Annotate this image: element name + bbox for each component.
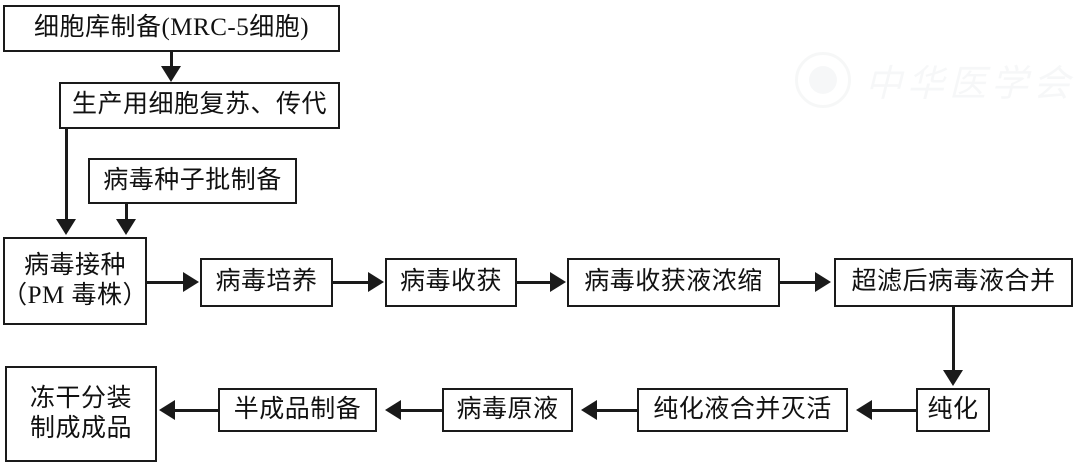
node-lyophilization-filling[interactable]: 冻干分装 制成成品 xyxy=(5,366,157,462)
edge-semifinished-to-lyophilization-arrowhead xyxy=(159,400,175,420)
node-pool-inactivation[interactable]: 纯化液合并灭活 xyxy=(637,388,848,432)
node-label: 纯化液合并灭活 xyxy=(653,395,832,423)
edge-ultrafiltration-to-purification-line xyxy=(952,307,955,373)
node-label: 病毒培养 xyxy=(215,268,318,296)
edge-concentration-to-ultrafiltration-line xyxy=(780,281,817,284)
node-label-line2: 制成成品 xyxy=(29,415,132,442)
node-label: 细胞库制备(MRC-5细胞) xyxy=(33,14,310,42)
edge-bulk-to-semifinished-line xyxy=(398,409,442,412)
edge-inoculation-to-culture-arrowhead xyxy=(183,272,199,292)
node-virus-seed-lot-preparation[interactable]: 病毒种子批制备 xyxy=(88,158,297,204)
node-label: 病毒收获液浓缩 xyxy=(584,268,763,296)
edge-seedlot-to-inoculation-arrowhead xyxy=(116,219,136,235)
node-label-line2: （PM 毒株） xyxy=(2,282,148,309)
edge-harvest-to-concentration-line xyxy=(517,281,552,284)
node-label-line1: 冻干分装 xyxy=(29,384,132,412)
node-label: 纯化 xyxy=(927,395,979,423)
node-cell-revival-passage[interactable]: 生产用细胞复苏、传代 xyxy=(59,82,340,129)
watermark-text: 中华医学会 xyxy=(865,64,1075,105)
edge-inoculation-to-culture-line xyxy=(147,281,185,284)
edge-cellbank-to-revival-arrowhead xyxy=(161,66,181,82)
node-cell-bank-preparation[interactable]: 细胞库制备(MRC-5细胞) xyxy=(3,5,340,52)
node-label: 病毒原液 xyxy=(456,395,559,423)
node-label: 半成品制备 xyxy=(233,395,362,423)
node-harvest-concentration[interactable]: 病毒收获液浓缩 xyxy=(567,258,780,307)
watermark-seal-icon xyxy=(795,52,851,108)
node-ultrafiltration-pooling[interactable]: 超滤后病毒液合并 xyxy=(834,258,1073,307)
node-label: 超滤后病毒液合并 xyxy=(851,268,1056,296)
node-virus-harvest[interactable]: 病毒收获 xyxy=(385,258,517,307)
edge-ultrafiltration-to-purification-arrowhead xyxy=(943,370,963,386)
edge-inactivation-to-bulk-arrowhead xyxy=(581,400,597,420)
edge-purification-to-inactivation-line xyxy=(869,409,916,412)
edge-revival-to-inoculation-arrowhead xyxy=(56,219,76,235)
node-purification[interactable]: 纯化 xyxy=(916,388,990,432)
node-label: 病毒种子批制备 xyxy=(103,166,282,194)
node-bulk-virus-solution[interactable]: 病毒原液 xyxy=(442,388,573,432)
node-label: 病毒收获 xyxy=(399,268,502,296)
edge-bulk-to-semifinished-arrowhead xyxy=(385,400,401,420)
edge-concentration-to-ultrafiltration-arrowhead xyxy=(815,272,831,292)
edge-seedlot-to-inoculation-line xyxy=(125,204,128,226)
edge-harvest-to-concentration-arrowhead xyxy=(550,272,566,292)
edge-purification-to-inactivation-arrowhead xyxy=(856,400,872,420)
edge-revival-to-inoculation-line xyxy=(65,129,68,227)
edge-culture-to-harvest-arrowhead xyxy=(368,272,384,292)
node-virus-inoculation[interactable]: 病毒接种 （PM 毒株） xyxy=(2,237,148,325)
node-semi-finished-preparation[interactable]: 半成品制备 xyxy=(218,388,377,432)
node-label: 生产用细胞复苏、传代 xyxy=(71,91,327,119)
edge-inactivation-to-bulk-line xyxy=(594,409,637,412)
node-label-line1: 病毒接种 xyxy=(23,251,126,279)
node-virus-culture[interactable]: 病毒培养 xyxy=(200,258,333,307)
edge-semifinished-to-lyophilization-line xyxy=(172,409,218,412)
edge-culture-to-harvest-line xyxy=(333,281,370,284)
watermark: 中华医学会 xyxy=(795,45,1070,115)
edge-cellbank-to-revival-line xyxy=(170,52,173,74)
